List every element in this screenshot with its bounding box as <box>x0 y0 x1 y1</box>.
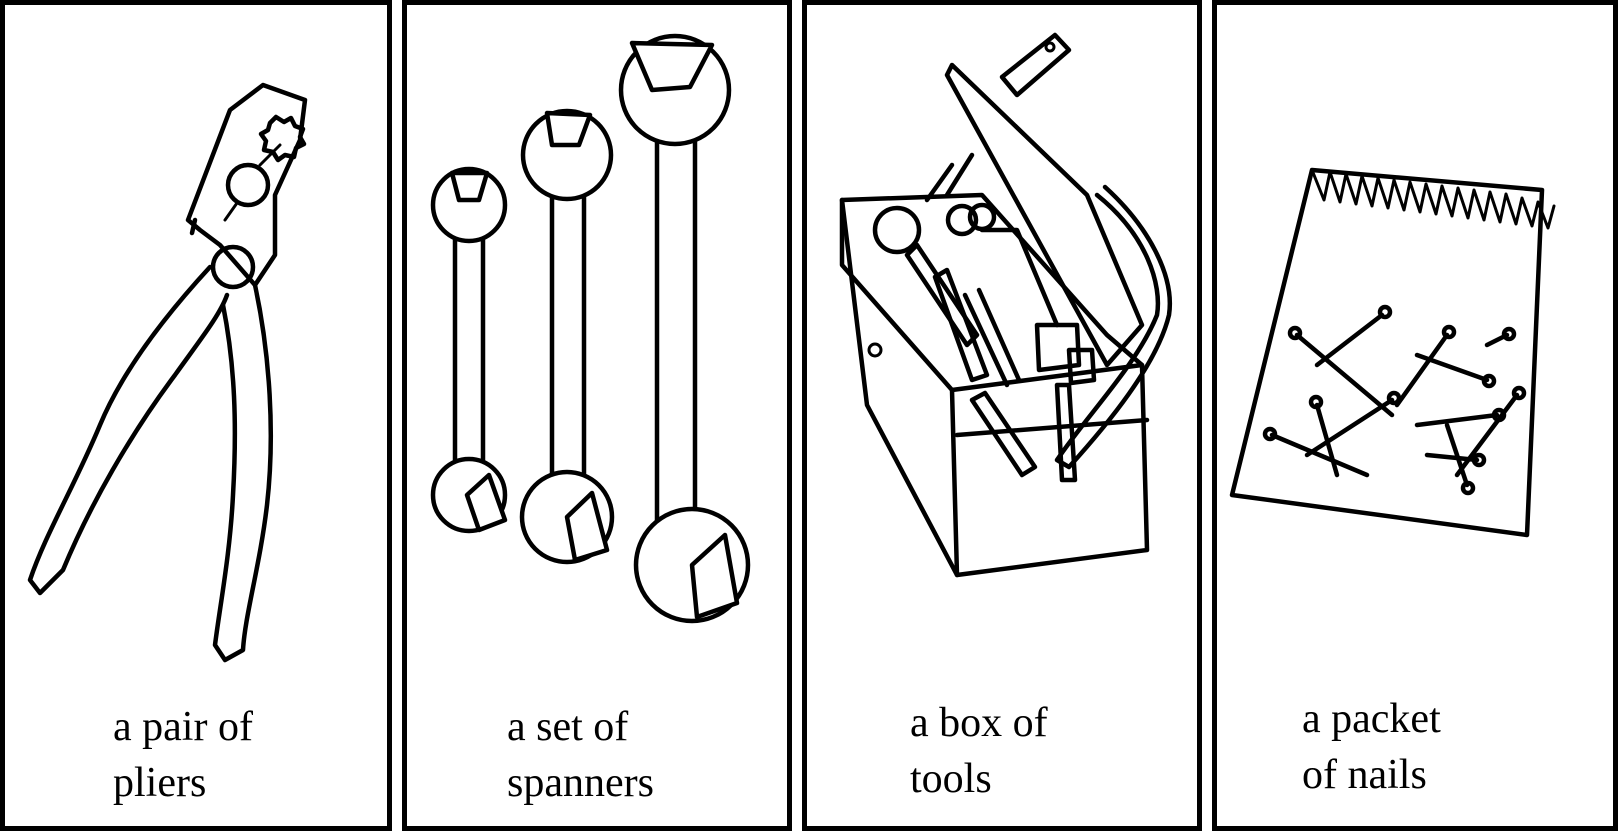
caption-line: spanners <box>507 760 654 806</box>
caption-line: of nails <box>1302 752 1427 798</box>
toolbox-icon <box>839 32 1173 578</box>
panel-spanners: a set of spanners <box>402 0 792 831</box>
caption-line: a box of <box>910 700 1048 746</box>
caption-line: pliers <box>113 760 207 806</box>
pliers-icon <box>27 82 308 663</box>
caption-pliers: a pair of pliers <box>113 699 253 811</box>
caption-spanners: a set of spanners <box>507 699 654 811</box>
caption-line: a set of <box>507 704 629 750</box>
caption-nails: a packet of nails <box>1302 691 1441 803</box>
caption-line: a packet <box>1302 696 1441 742</box>
panel-pliers: a pair of pliers <box>0 0 392 831</box>
spanners-icon <box>430 33 751 624</box>
panel-toolbox: a box of tools <box>802 0 1202 831</box>
caption-line: a pair of <box>113 704 253 750</box>
caption-toolbox: a box of tools <box>910 695 1048 807</box>
nails-packet-icon <box>1229 167 1556 538</box>
caption-line: tools <box>910 756 992 802</box>
panel-nails: a packet of nails <box>1212 0 1618 831</box>
